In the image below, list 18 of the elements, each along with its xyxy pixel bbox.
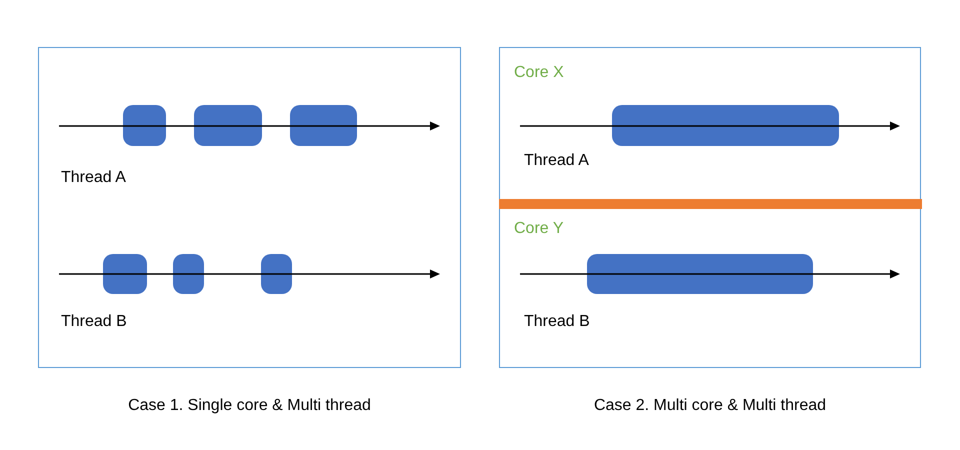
core-label: Core Y: [514, 219, 564, 239]
panel-caption: Case 1. Single core & Multi thread: [127, 396, 372, 416]
panel: [499, 47, 921, 368]
thread-label: Thread B: [524, 312, 590, 332]
panel-caption: Case 2. Multi core & Multi thread: [592, 396, 828, 416]
thread-task-bar: [103, 254, 147, 294]
thread-task-bar: [123, 105, 166, 146]
thread-task-bar: [173, 254, 204, 294]
thread-label: Thread A: [524, 151, 589, 171]
thread-task-bar: [290, 105, 357, 146]
core-label: Core X: [514, 63, 564, 83]
thread-label: Thread B: [61, 312, 127, 332]
thread-label: Thread A: [61, 168, 126, 188]
thread-task-bar: [261, 254, 292, 294]
thread-task-bar: [587, 254, 813, 294]
panel: [38, 47, 461, 368]
thread-task-bar: [194, 105, 262, 146]
thread-task-bar: [612, 105, 839, 146]
